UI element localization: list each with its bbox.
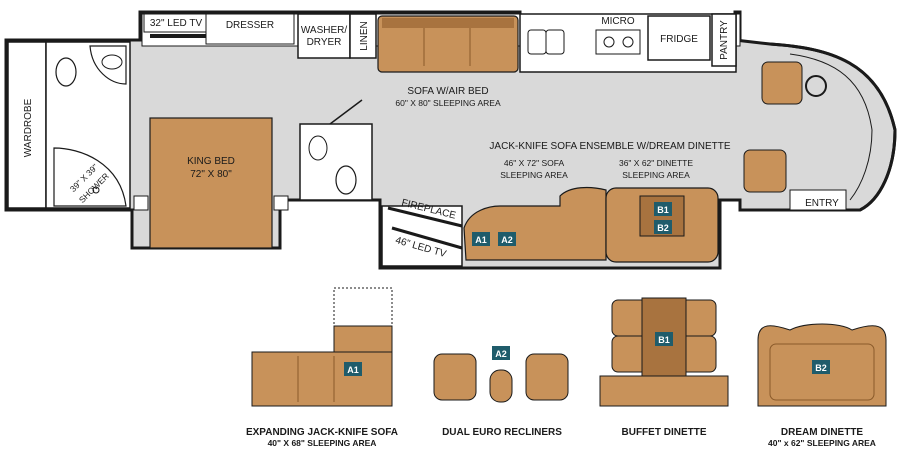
sofa-area-label: 60" X 80" SLEEPING AREA [395, 98, 501, 108]
dresser [205, 13, 295, 45]
washer-label: WASHER/ [301, 25, 348, 36]
king-bed-size-label: 72" X 80" [190, 169, 232, 180]
nightstand [133, 195, 149, 211]
svg-text:B2: B2 [815, 363, 827, 373]
option-dream-dinette: B2 DREAM DINETTE 40" x 62" SLEEPING AREA [757, 323, 887, 448]
option-title: DUAL EURO RECLINERS [442, 427, 562, 438]
sofa-extension-outline [333, 287, 393, 331]
basin-icon [101, 54, 123, 70]
pantry-label: PANTRY [719, 20, 730, 60]
toilet-icon [55, 57, 77, 87]
washer-dryer [297, 13, 351, 59]
wardrobe [7, 41, 47, 209]
toilet-icon [335, 165, 357, 195]
driver-seat [761, 61, 803, 105]
cab-dash [769, 42, 897, 212]
linen [349, 13, 377, 59]
linen-label: LINEN [359, 21, 370, 50]
svg-text:A1: A1 [475, 235, 487, 245]
svg-text:A1: A1 [347, 365, 359, 375]
badge-b2-option: B2 [812, 360, 830, 374]
fridge [647, 15, 711, 61]
king-bed-label: KING BED [187, 156, 235, 167]
king-bed [149, 117, 273, 249]
shower [53, 147, 127, 207]
pantry [711, 13, 737, 67]
badge-b1: B1 [654, 202, 672, 216]
badge-a1-option: A1 [344, 362, 362, 376]
option-euro-recliners: A2 DUAL EURO RECLINERS [433, 346, 569, 438]
option-title: BUFFET DINETTE [622, 427, 707, 438]
buffet-cabinet [599, 375, 729, 407]
steering-wheel-icon [805, 75, 827, 97]
nightstand [273, 195, 289, 211]
shower-drain-icon [92, 186, 100, 194]
tv-46-screen [391, 226, 463, 250]
fireplace [387, 206, 463, 228]
svg-text:A2: A2 [495, 349, 507, 359]
option-subtitle: 40" x 62" SLEEPING AREA [768, 438, 876, 448]
wardrobe-label: WARDROBE [23, 98, 34, 157]
svg-text:A2: A2 [501, 235, 513, 245]
sink-basin-icon [545, 29, 565, 55]
jk-sofa-area-label-2: SLEEPING AREA [500, 170, 568, 180]
sofa-body [251, 351, 393, 407]
dryer-label: DRYER [307, 37, 342, 48]
door-swing [329, 99, 363, 125]
badge-a2-option: A2 [492, 346, 510, 360]
dinette-area-label-2: SLEEPING AREA [622, 170, 690, 180]
dinette-area-label: 36" X 62" DINETTE [619, 158, 693, 168]
passenger-seat [743, 149, 787, 193]
sofa-air-bed-label: SOFA W/AIR BED [407, 86, 488, 97]
tv-32-screen [150, 34, 206, 38]
tv-32-label: 32" LED TV [150, 18, 203, 29]
entry-step [789, 189, 847, 211]
sofa-air-bed [377, 15, 519, 73]
basin-icon [308, 135, 328, 161]
recliner-table [489, 369, 513, 403]
sink-basin-icon [527, 29, 547, 55]
jack-knife-ensemble-label: JACK-KNIFE SOFA ENSEMBLE W/DREAM DINETTE [489, 141, 730, 152]
svg-text:B2: B2 [657, 223, 669, 233]
cab-inner [789, 53, 873, 201]
burner-icon [603, 36, 615, 48]
micro-label: MICRO [601, 16, 635, 27]
fridge-label: FRIDGE [660, 34, 698, 45]
mid-bath [299, 123, 373, 201]
svg-text:B1: B1 [658, 335, 670, 345]
entry-label: ENTRY [805, 198, 839, 209]
burner-icon [622, 36, 634, 48]
coach-floorplan: WARDROBE 39" X 39" SHOWER 32" LED TV DRE… [4, 10, 897, 270]
option-buffet-dinette: B1 BUFFET DINETTE [599, 297, 729, 438]
badge-a1: A1 [472, 232, 490, 246]
option-subtitle: 40" X 68" SLEEPING AREA [268, 438, 377, 448]
badge-a2: A2 [498, 232, 516, 246]
sofa-back [382, 18, 514, 28]
svg-text:B1: B1 [657, 205, 669, 215]
badge-b2: B2 [654, 220, 672, 234]
option-expanding-sofa: A1 EXPANDING JACK-KNIFE SOFA 40" X 68" S… [246, 287, 398, 448]
recliner-left [433, 353, 477, 401]
option-title: EXPANDING JACK-KNIFE SOFA [246, 427, 398, 438]
dresser-label: DRESSER [226, 20, 274, 31]
jk-sofa-area-label: 46" X 72" SOFA [504, 158, 565, 168]
recliner-right [525, 353, 569, 401]
option-title: DREAM DINETTE [781, 427, 864, 438]
badge-b1-option: B1 [655, 332, 673, 346]
